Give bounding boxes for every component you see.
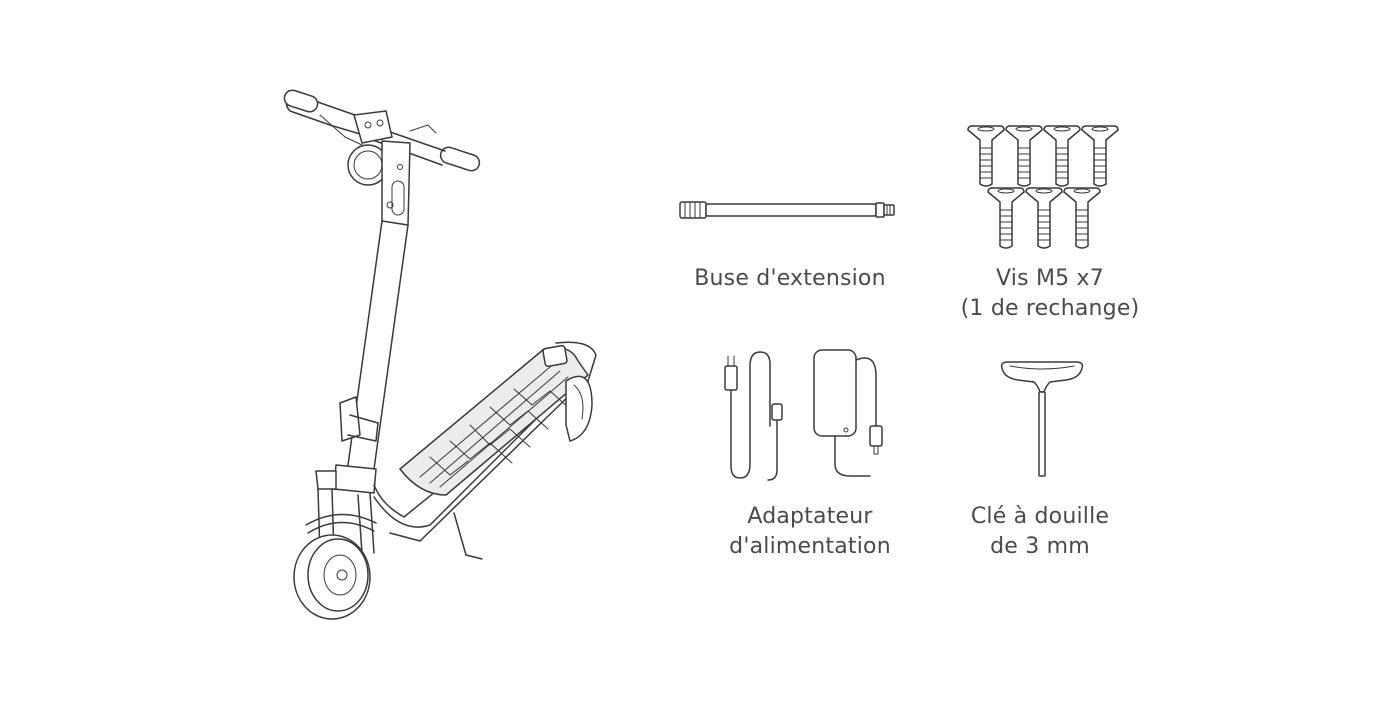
socket-wrench-label: Clé à douille de 3 mm [970, 504, 1110, 559]
power-adapter-icon [720, 346, 890, 486]
screws-icon [962, 124, 1122, 250]
electric-scooter-icon [270, 85, 610, 620]
power-adapter-label: Adaptateur d'alimentation [729, 504, 891, 559]
socket-wrench-icon [996, 358, 1088, 482]
screws-label: Vis M5 x7 (1 de rechange) [960, 266, 1140, 321]
extension-nozzle-icon [676, 196, 900, 224]
extension-nozzle-label: Buse d'extension [694, 266, 886, 291]
